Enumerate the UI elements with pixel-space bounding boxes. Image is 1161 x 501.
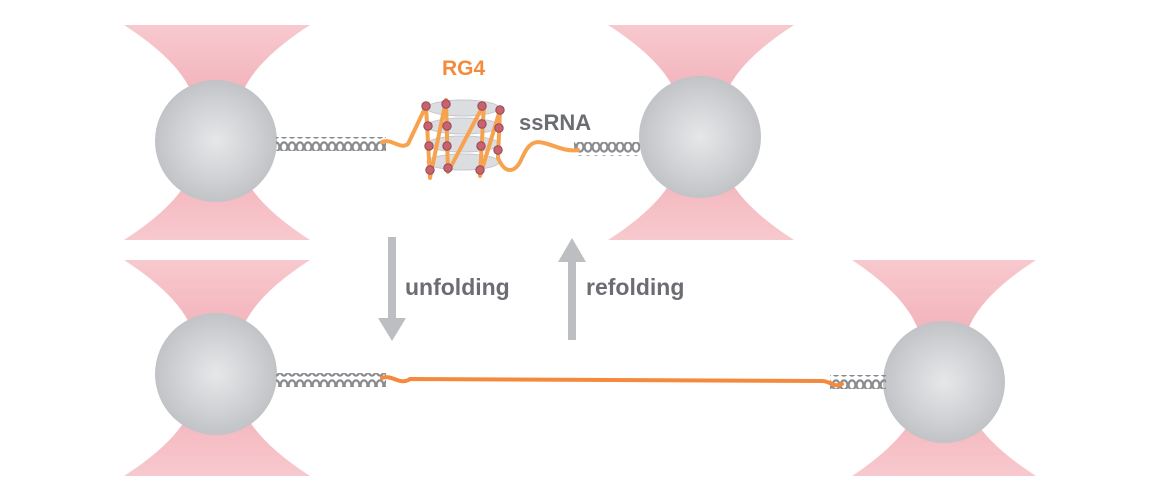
arrow-up-icon — [558, 238, 586, 340]
guanine-beads — [421, 99, 505, 175]
dna-handle-icon — [830, 375, 886, 389]
dna-handle-icon — [276, 373, 386, 387]
dna-handle-icon — [574, 142, 640, 156]
microsphere-bead-icon — [883, 321, 1005, 443]
unfolded-state-row — [124, 260, 1036, 476]
unfolded-rna-strand — [380, 375, 844, 388]
ssrna-label: ssRNA — [519, 110, 592, 135]
unfolding-label: unfolding — [405, 274, 510, 300]
microsphere-bead-icon — [155, 80, 277, 202]
microsphere-bead-icon — [155, 313, 277, 435]
dna-handle-icon — [276, 137, 386, 151]
g-quadruplex-icon — [380, 98, 580, 180]
folded-state-row — [124, 25, 794, 240]
refolding-label: refolding — [586, 274, 685, 300]
arrow-down-icon — [378, 237, 406, 341]
microsphere-bead-icon — [639, 76, 761, 198]
rg4-label: RG4 — [442, 57, 486, 80]
